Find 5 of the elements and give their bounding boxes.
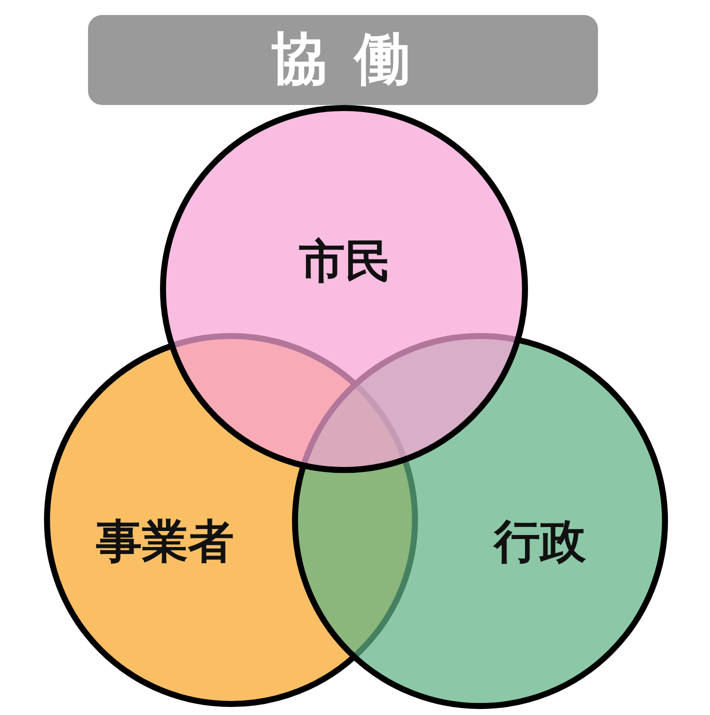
circle-label: 市民 [299, 233, 391, 290]
title: 協 働 [271, 26, 415, 94]
venn-circle [159, 104, 529, 474]
circle-label: 事業者 [96, 513, 234, 570]
circle-label: 行政 [494, 513, 586, 570]
